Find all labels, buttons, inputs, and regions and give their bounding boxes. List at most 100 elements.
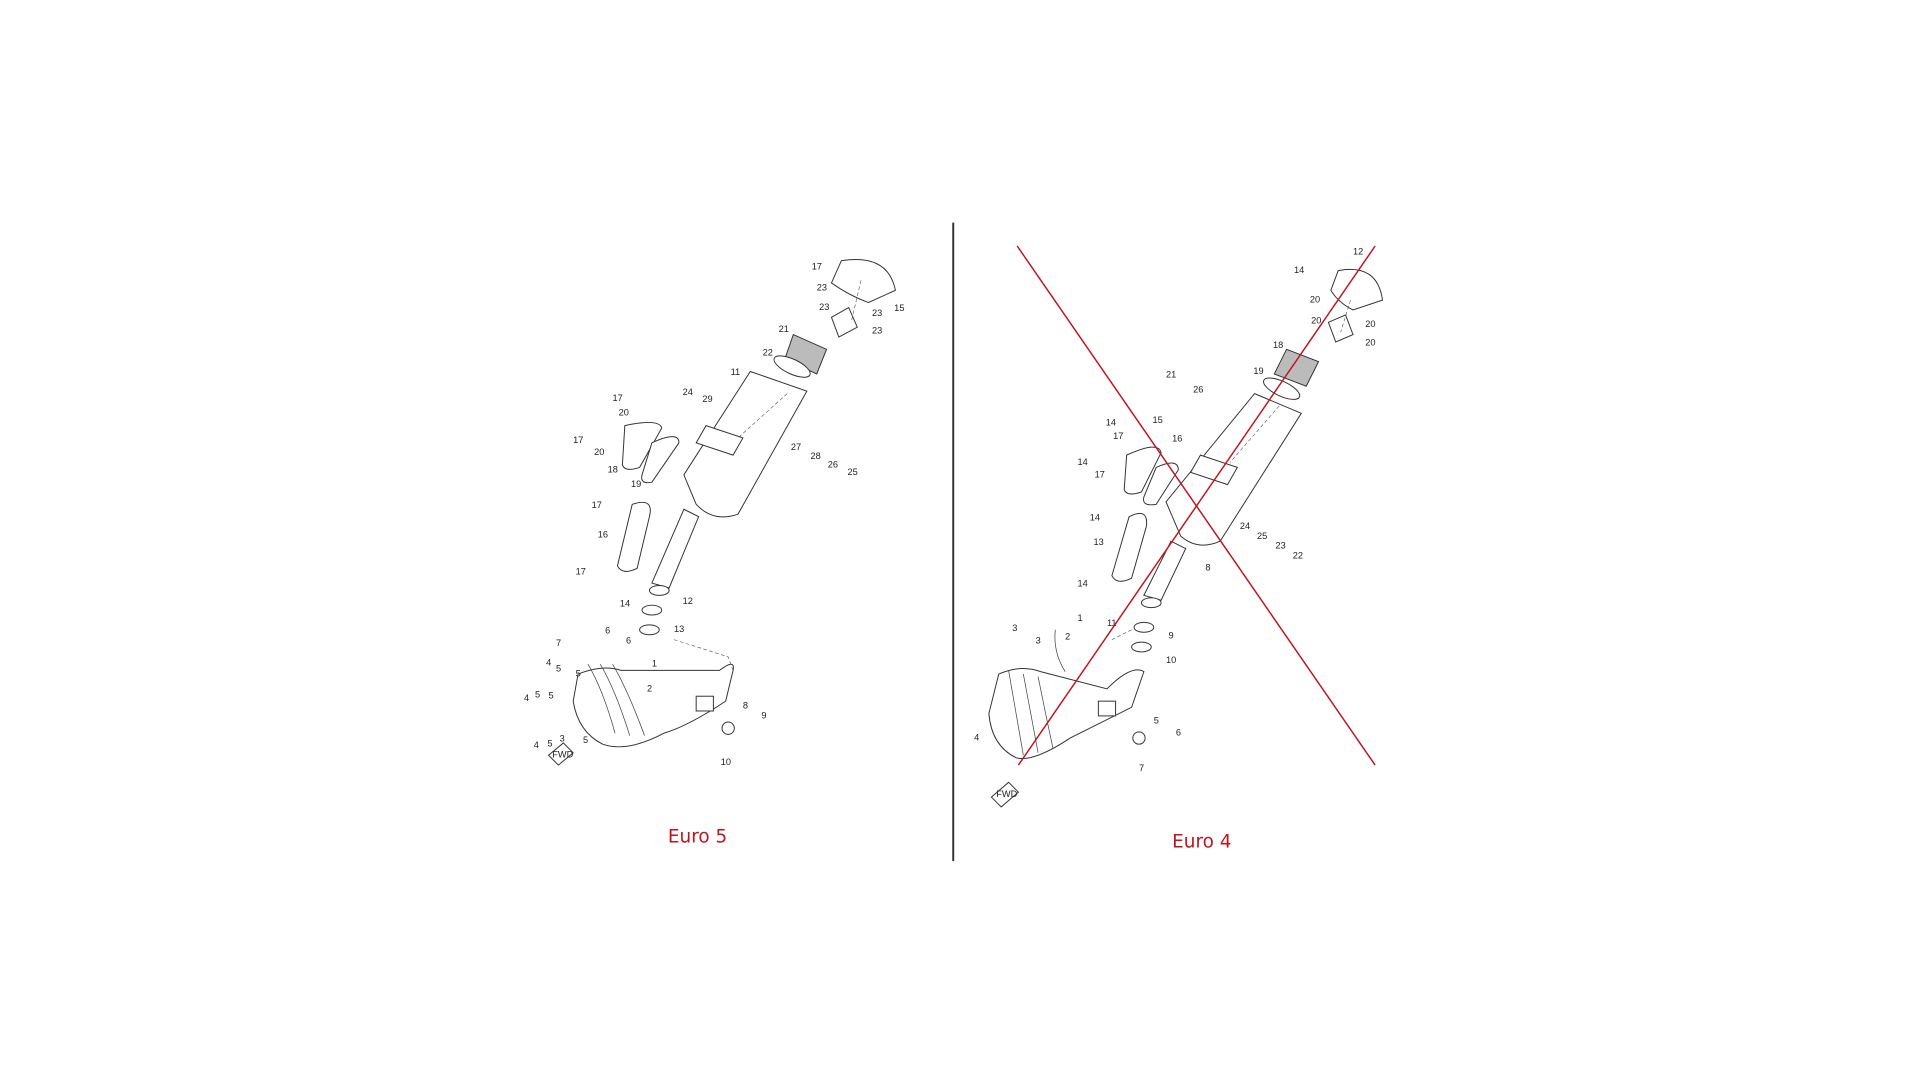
cross-out-line-2 [1017, 245, 1376, 766]
euro5-part-label: 4 [546, 657, 551, 667]
euro5-part-label: 6 [605, 625, 610, 635]
euro4-clamp [1131, 641, 1152, 653]
euro4-part-label: 2 [1065, 632, 1070, 642]
euro5-part-label: 21 [779, 324, 789, 334]
euro4-part-label: 9 [1168, 630, 1173, 640]
euro5-part-label: 5 [583, 735, 588, 745]
euro4-part-label: 21 [1166, 370, 1176, 380]
euro5-part-label: 8 [743, 701, 748, 711]
euro5-part-label: 28 [811, 451, 821, 461]
euro4-o2-sensor [1054, 629, 1066, 672]
euro4-caption: Euro 4 [1172, 832, 1231, 853]
euro5-part-label: 10 [721, 757, 731, 767]
euro5-part-label: 20 [619, 408, 629, 418]
euro4-gasket [1263, 377, 1301, 400]
euro4-part-label: 11 [1107, 618, 1117, 628]
euro5-part-label: 23 [872, 325, 882, 335]
euro4-header-pipes [988, 668, 1145, 759]
euro5-heat-shield-lower [616, 501, 651, 572]
euro4-part-label: 4 [974, 733, 979, 743]
euro5-part-label: 15 [894, 303, 904, 313]
euro4-part-label: 23 [1275, 541, 1285, 551]
euro4-part-label: 19 [1253, 366, 1263, 376]
euro5-part-label: 1 [652, 659, 657, 669]
euro4-heat-shield-upper [1123, 446, 1162, 495]
euro5-part-label: 4 [534, 740, 539, 750]
euro5-part-label: 5 [556, 664, 561, 674]
euro5-gasket-ring [641, 604, 663, 616]
euro4-part-label: 6 [1176, 728, 1181, 738]
euro5-part-label: 23 [819, 302, 829, 312]
euro5-part-label: 5 [547, 739, 552, 749]
euro5-part-label: 7 [556, 638, 561, 648]
euro5-part-label: 17 [592, 500, 602, 510]
euro5-part-label: 2 [647, 683, 652, 693]
euro4-part-label: 1 [1077, 613, 1082, 623]
euro4-part-label: 24 [1240, 521, 1250, 531]
euro5-pipe-end [648, 585, 670, 596]
euro5-part-label: 23 [817, 282, 827, 292]
euro4-pipe-end [1140, 597, 1162, 609]
euro4-part-label: 18 [1273, 340, 1283, 350]
euro4-part-label: 15 [1152, 415, 1162, 425]
euro5-part-label: 5 [576, 669, 581, 679]
euro4-part-label: 20 [1311, 316, 1321, 326]
euro4-part-label: 17 [1113, 431, 1123, 441]
euro4-outlet-pipe [1327, 314, 1354, 343]
euro4-part-label: 13 [1093, 537, 1103, 547]
euro4-link-pipe [1143, 540, 1187, 601]
euro4-part-label: 10 [1166, 655, 1176, 665]
euro4-part-label: 3 [1012, 623, 1017, 633]
euro5-header-lines [587, 664, 645, 736]
euro4-part-label: 20 [1365, 319, 1375, 329]
euro5-part-label: 20 [594, 447, 604, 457]
euro5-part-label: 25 [847, 467, 857, 477]
euro4-header-lines [1008, 670, 1054, 756]
euro5-fwd-arrow-icon [547, 742, 574, 766]
euro5-fwd-label: FWD [552, 750, 573, 760]
euro5-part-label: 5 [549, 691, 554, 701]
euro5-part-label: 22 [763, 347, 773, 357]
euro5-part-label: 19 [631, 479, 641, 489]
euro4-end-cap [1330, 269, 1384, 311]
euro5-part-label: 4 [524, 693, 529, 703]
euro4-part-label: 20 [1365, 338, 1375, 348]
euro5-part-label: 18 [608, 464, 618, 474]
euro5-part-label: 17 [613, 393, 623, 403]
euro4-part-label: 16 [1172, 434, 1182, 444]
euro5-catalyst [784, 333, 828, 375]
euro4-part-label: 12 [1353, 247, 1363, 257]
euro5-part-label: 24 [683, 387, 693, 397]
euro4-fwd-label: FWD [996, 789, 1017, 799]
euro4-part-label: 17 [1095, 469, 1105, 479]
euro5-part-label: 3 [560, 734, 565, 744]
euro4-part-label: 20 [1310, 295, 1320, 305]
euro5-link-pipe [651, 508, 700, 589]
euro5-bracket [641, 436, 680, 484]
euro5-muffler [683, 370, 808, 518]
euro5-hanger [695, 695, 714, 712]
euro5-part-label: 17 [573, 435, 583, 445]
euro4-fwd-arrow-icon [990, 781, 1020, 808]
euro4-heat-shield-lower [1111, 512, 1148, 582]
euro4-part-label: 25 [1257, 531, 1267, 541]
euro5-damper [721, 721, 735, 735]
euro5-part-label: 5 [535, 689, 540, 699]
euro4-part-label: 5 [1154, 715, 1159, 725]
euro5-caption: Euro 5 [668, 827, 727, 848]
euro5-part-label: 6 [626, 635, 631, 645]
euro4-part-label: 14 [1077, 457, 1087, 467]
euro4-part-label: 22 [1293, 550, 1303, 560]
euro4-part-label: 14 [1106, 418, 1116, 428]
euro5-part-label: 26 [828, 459, 838, 469]
euro4-part-label: 8 [1205, 563, 1210, 573]
euro5-part-label: 17 [812, 261, 822, 271]
euro4-part-label: 14 [1077, 579, 1087, 589]
euro5-part-label: 17 [576, 566, 586, 576]
euro5-part-label: 27 [791, 442, 801, 452]
euro5-part-label: 16 [598, 530, 608, 540]
euro5-end-cap [830, 259, 896, 304]
